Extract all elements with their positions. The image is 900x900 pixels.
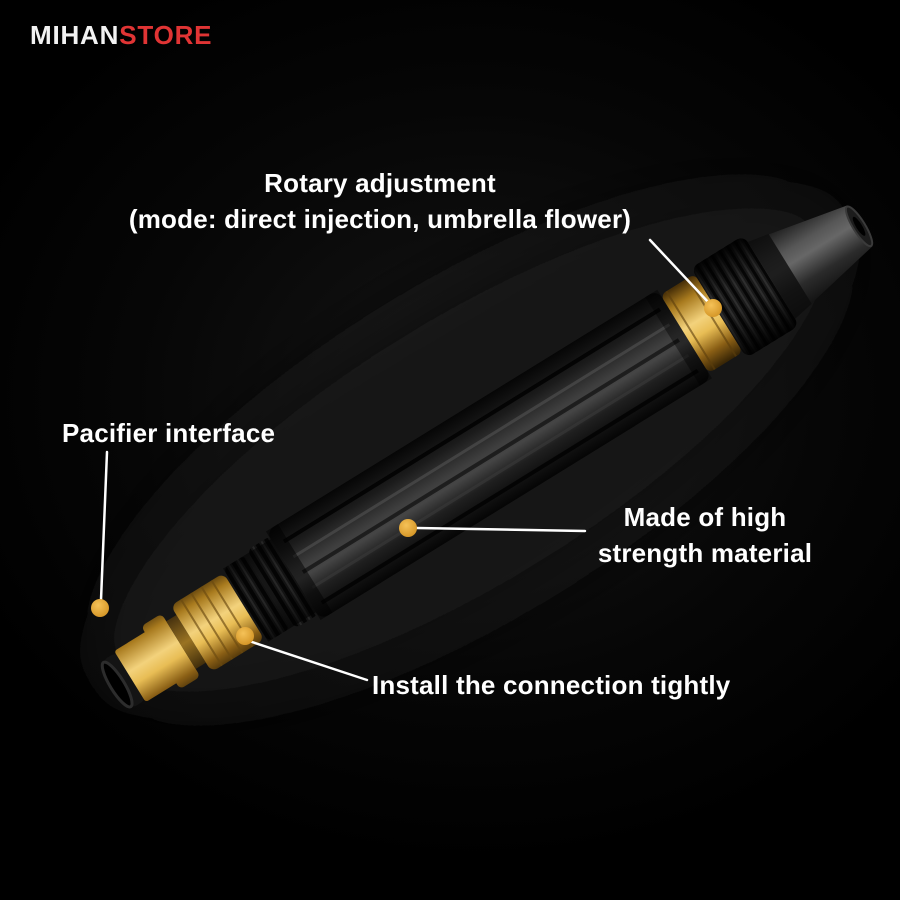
callout-line-pacifier: [99, 450, 109, 602]
callout-dot-material: [399, 519, 417, 537]
nozzle-tip: [747, 205, 874, 319]
callout-label-material: Made of high strength material: [565, 500, 845, 572]
callout-dot-pacifier: [91, 599, 109, 617]
o-ring: [100, 654, 145, 709]
knurl-collar: [693, 238, 797, 356]
callout-label-pacifier: Pacifier interface: [62, 418, 276, 448]
nozzle-illustration: [100, 205, 874, 709]
rotary-label-line1: Rotary adjustment: [264, 168, 496, 198]
callout-overlay: [91, 238, 722, 682]
callout-label-rotary: Rotary adjustment (mode: direct injectio…: [90, 166, 670, 238]
callout-dot-rotary: [704, 299, 722, 317]
callout-label-install: Install the connection tightly: [372, 670, 731, 700]
callout-line-material: [415, 526, 587, 533]
connector-rings: [223, 537, 318, 642]
brass-connector: [115, 575, 262, 702]
brand-name-primary: MIHAN: [30, 20, 120, 50]
rotary-label-line2: (mode: direct injection, umbrella flower…: [128, 203, 632, 234]
gold-ring: [662, 276, 741, 371]
callout-line-rotary: [648, 238, 711, 305]
brand-name-secondary: STORE: [119, 20, 213, 50]
material-label-line2: strength material: [597, 537, 813, 568]
body-flutes: [282, 307, 699, 605]
material-label-line1: Made of high: [623, 502, 787, 532]
callout-dot-install: [236, 627, 254, 645]
nozzle-body: [265, 289, 712, 620]
brand-logo: MIHANSTORE: [30, 20, 212, 51]
callout-line-install: [250, 640, 369, 682]
